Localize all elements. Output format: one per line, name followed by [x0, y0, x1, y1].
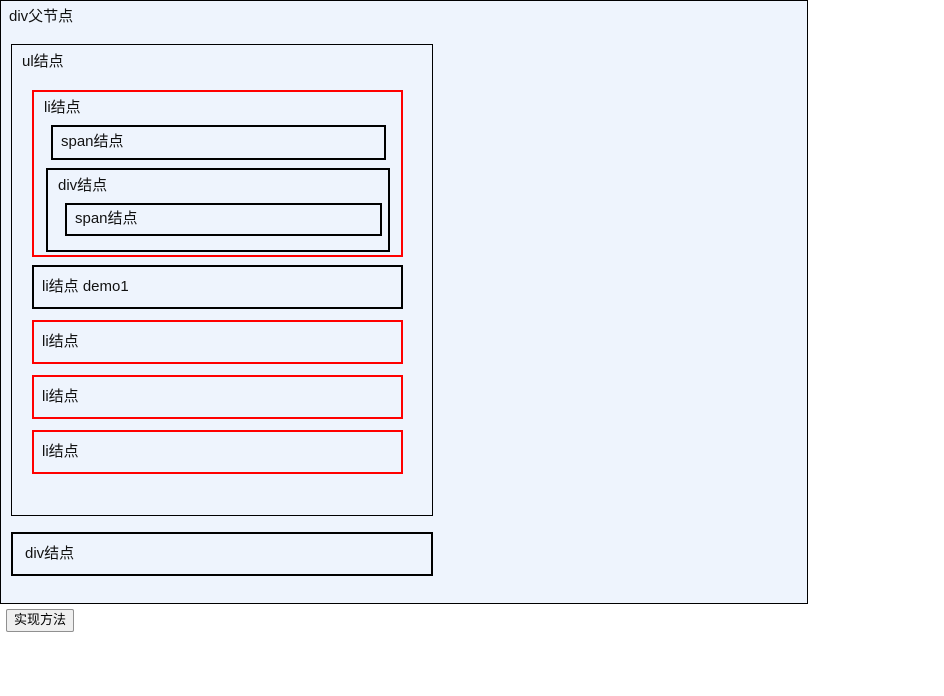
li-node-5-label: li结点: [42, 443, 79, 460]
ul-node-label: ul结点: [22, 53, 64, 70]
parent-div-container: div父节点 ul结点 li结点 span结点 div结点 span结点 li结…: [0, 0, 808, 604]
sibling-div-node-label: div结点: [25, 545, 75, 562]
implement-method-button[interactable]: 实现方法: [6, 609, 75, 632]
li-node-4-label: li结点: [42, 388, 79, 405]
ul-node-container: ul结点 li结点 span结点 div结点 span结点 li结点 demo1…: [11, 44, 433, 516]
div-node-inner[interactable]: div结点 span结点: [46, 168, 390, 252]
span-node-first[interactable]: span结点: [51, 125, 386, 160]
span-node-first-label: span结点: [61, 133, 124, 150]
parent-div-label: div父节点: [9, 8, 74, 25]
li-node-demo1[interactable]: li结点 demo1: [32, 265, 403, 309]
li-node-3[interactable]: li结点: [32, 320, 403, 364]
div-node-inner-label: div结点: [58, 177, 108, 194]
li-node-nested-label: li结点: [44, 99, 81, 116]
sibling-div-node[interactable]: div结点: [11, 532, 433, 576]
li-node-3-label: li结点: [42, 333, 79, 350]
li-node-5[interactable]: li结点: [32, 430, 403, 474]
span-node-second-label: span结点: [75, 210, 138, 227]
li-node-nested[interactable]: li结点 span结点 div结点 span结点: [32, 90, 403, 257]
li-node-demo1-label: li结点 demo1: [42, 278, 129, 295]
li-node-4[interactable]: li结点: [32, 375, 403, 419]
span-node-second[interactable]: span结点: [65, 203, 382, 236]
